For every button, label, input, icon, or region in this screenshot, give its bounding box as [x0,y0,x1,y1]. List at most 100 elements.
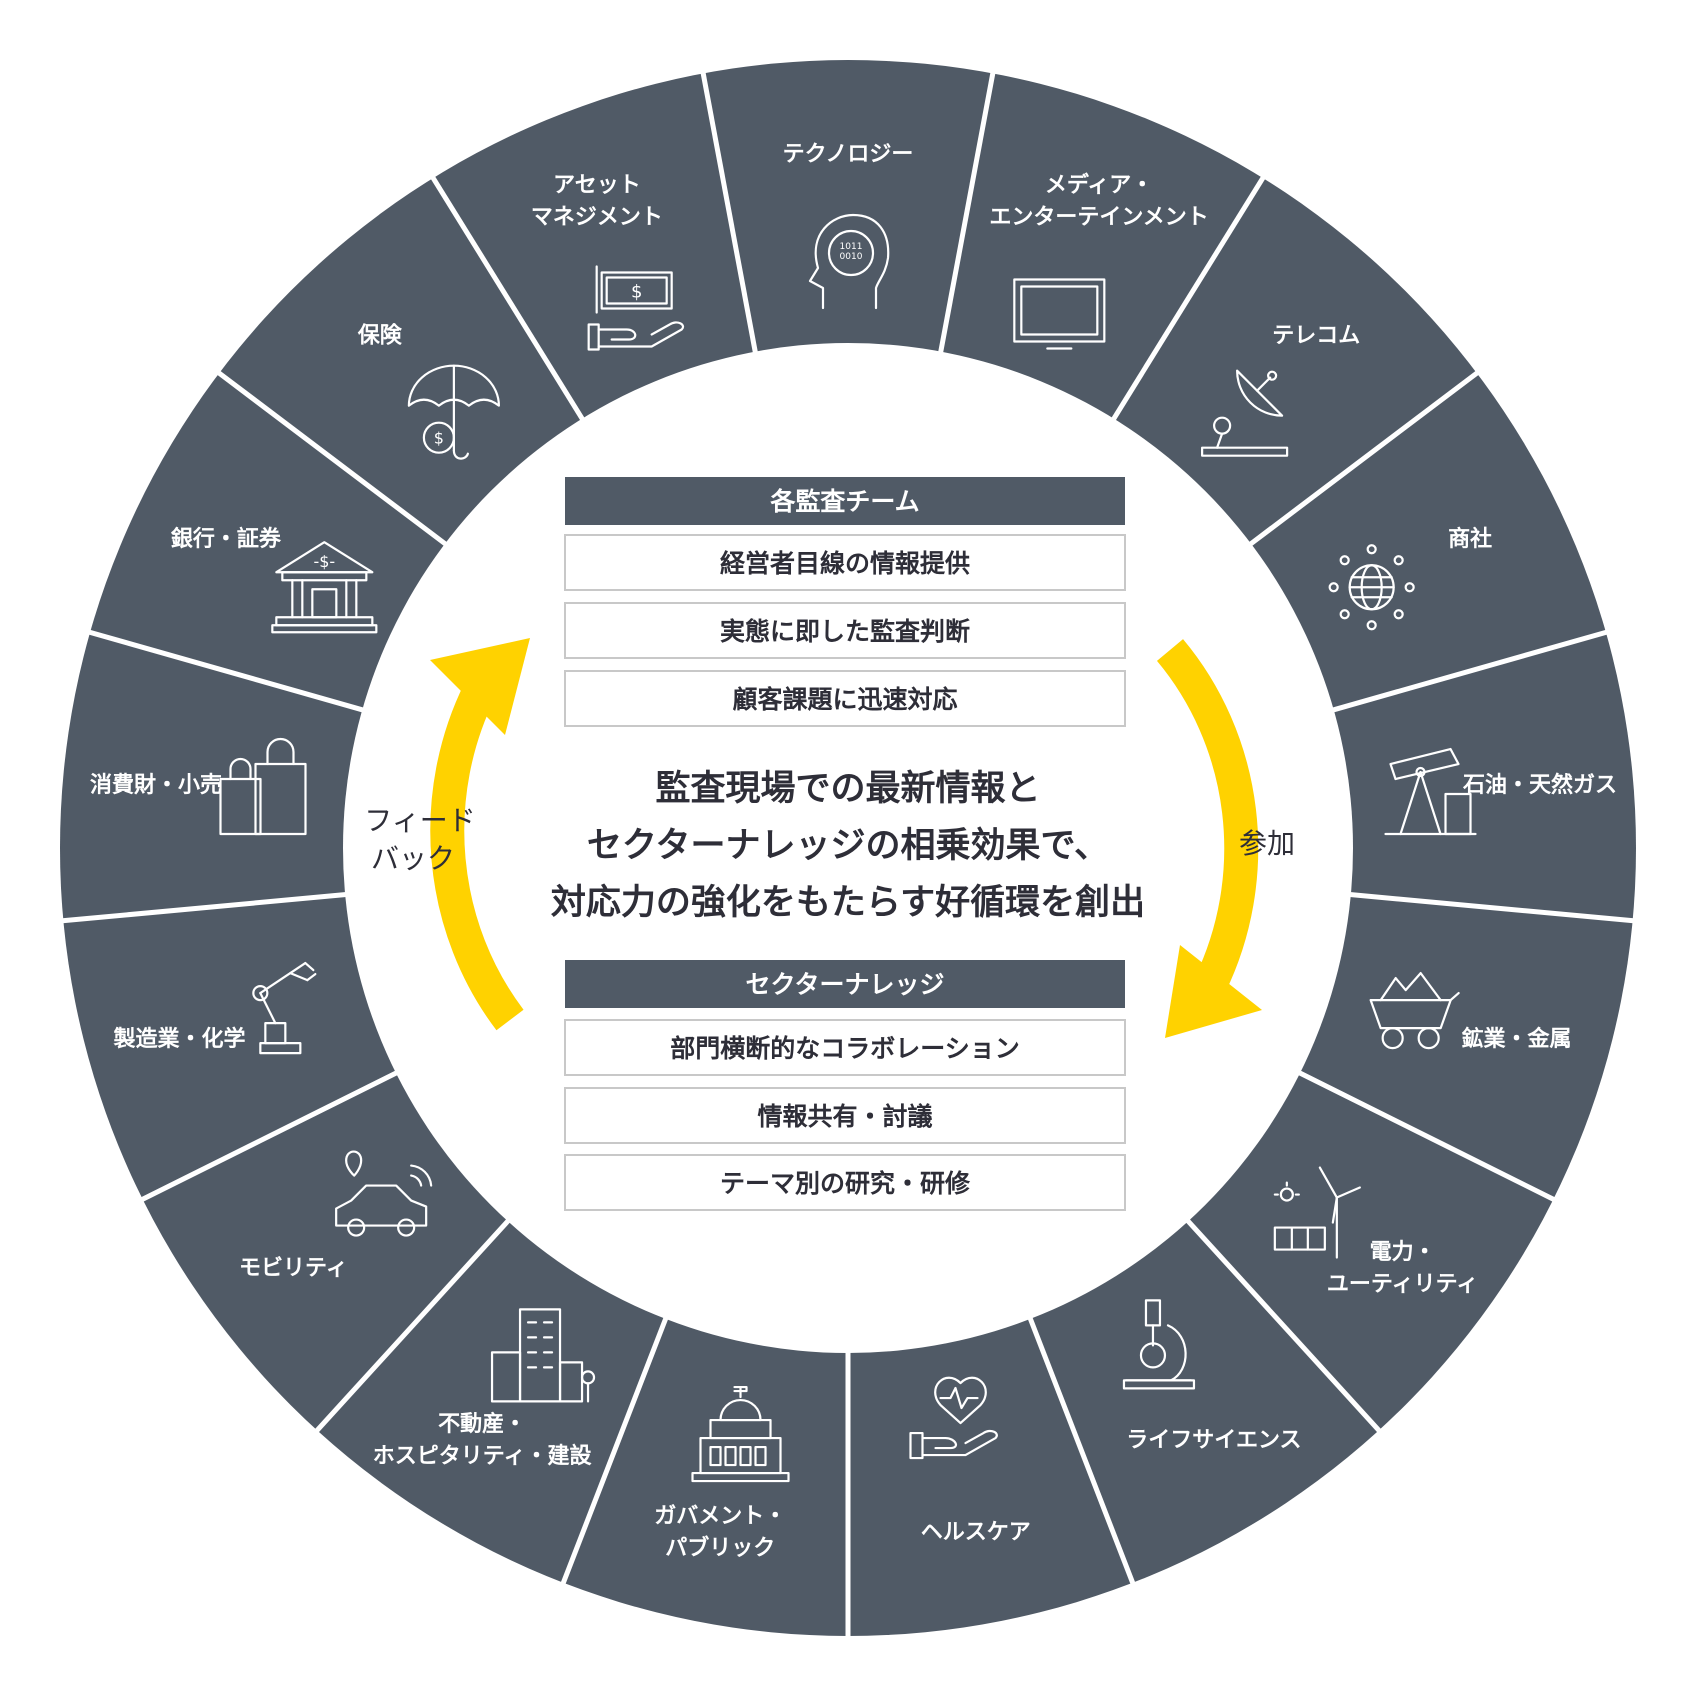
tv-icon [1013,278,1106,350]
sector-label: テクノロジー [783,142,914,167]
sector-label: ヘルスケア [921,1520,1031,1545]
audit-team-item: 経営者目線の情報提供 [720,549,970,578]
wind-solar-icon [1273,1166,1361,1259]
audit-team-item-box [564,602,1126,659]
sector-label: 消費財・小売 [90,772,222,798]
sector-divider [58,891,351,924]
sector-divider [311,1215,513,1436]
sector-divider [84,628,368,714]
sector-label: 鉱業・金属 [1461,1026,1571,1052]
feedback-label-line-1: フィード [364,804,475,837]
sector-divider [559,1313,670,1589]
sector-knowledge-item-box [564,1154,1126,1211]
sector-label: 製造業・化学 [113,1026,246,1052]
sector: 石油・天然ガス [1384,747,1617,836]
umbrella-coin-icon: $ [407,364,500,460]
sector-knowledge-item-box [564,1087,1126,1144]
center-message-line-2: セクターナレッジの相乗効果で、 [587,826,1109,866]
sector-label: 銀行・証券 [171,526,282,552]
sector-label: 不動産・ [438,1411,526,1437]
sector-divider [213,368,451,549]
svg-text:-$-: -$- [313,552,335,571]
audit-team-header [565,477,1125,525]
sector-knowledge-item: 部門横断的なコラボレーション [670,1034,1020,1063]
bank-icon: -$- [271,541,378,634]
sector: ライフサイエンス [1122,1299,1302,1453]
sector-divider [1026,1313,1137,1589]
sector-label: パブリック [665,1535,775,1561]
capitol-icon [691,1385,790,1483]
sector-dividers [58,68,1638,1641]
participation-arrow [1156,639,1262,1038]
sector-divider [1245,368,1483,549]
center-message-line-3: 対応力の強化をもたらす好循環を創出 [551,883,1145,923]
sector-label: ユーティリティ [1327,1272,1478,1297]
money-hand-icon: $ [587,265,684,351]
mine-cart-icon [1369,971,1460,1050]
sector: ヘルスケア [909,1376,1031,1545]
sector-knowledge-item-box [564,1019,1126,1076]
audit-team-item-box [564,534,1126,591]
sector: テレコム [1201,323,1360,457]
sector-divider [1294,1068,1559,1204]
feedback-arrow [430,638,530,1031]
sector-label: テレコム [1272,323,1360,348]
sector: 銀行・証券 -$- [171,526,378,634]
sector: 消費財・小売 [90,737,307,836]
sector-label: エンターテインメント [989,205,1208,230]
sector-knowledge-item: 情報共有・討議 [757,1102,932,1131]
svg-text:0010: 0010 [840,252,863,262]
sector-divider [699,68,759,357]
sector-label: メディア・ [1045,172,1153,198]
microscope-icon [1122,1299,1196,1390]
svg-text:$: $ [631,282,642,303]
sector-divider [137,1068,402,1204]
sector-label: マネジメント [531,205,663,230]
shopping-bags-icon [219,737,307,836]
feedback-arrow-body [430,682,524,1031]
sector-label: ライフサイエンス [1126,1428,1301,1453]
sector-divider [1183,1215,1385,1436]
sector-label: 保険 [357,323,403,348]
sector-divider [1345,891,1638,924]
sector: モビリティ [239,1150,433,1281]
sector: 不動産・ホスピタリティ・建設 [373,1308,596,1469]
connected-car-icon [335,1150,433,1237]
feedback-arrowhead [430,638,530,735]
heart-hand-icon [909,1376,998,1460]
sector-knowledge-title: セクターナレッジ [745,970,944,999]
sector-label: 電力・ [1370,1240,1436,1265]
sector: 鉱業・金属 [1369,971,1571,1052]
robot-arm-icon [252,961,317,1055]
sector: 保険 $ [357,323,500,460]
sector-knowledge-item: テーマ別の研究・研修 [720,1169,971,1198]
sector-divider [937,68,997,357]
sector-divider [1109,172,1268,425]
participation-label: 参加 [1239,827,1295,860]
buildings-icon [490,1308,596,1403]
sector-label: 商社 [1448,526,1492,552]
sector-label: モビリティ [239,1256,348,1281]
sector-divider [1328,628,1612,714]
audit-team-panel: 各監査チーム 経営者目線の情報提供 実態に即した監査判断 顧客課題に迅速対応 [564,477,1126,727]
sector-label: ガバメント・ [654,1504,786,1529]
sector: メディア・エンターテインメント [989,172,1209,350]
sector: 商社 [1328,526,1492,631]
participation-arrowhead [1165,945,1262,1038]
svg-text:1011: 1011 [840,242,863,252]
audit-team-item-box [564,670,1126,727]
sector-knowledge-header [565,960,1125,1008]
globe-network-icon [1328,544,1415,631]
sector-divider [428,172,587,425]
satellite-dish-icon [1201,369,1289,457]
sector-label: ホスピタリティ・建設 [373,1443,593,1469]
feedback-label-line-2: バック [371,842,455,875]
sector-label: アセット [553,173,641,198]
svg-text:$: $ [434,429,444,448]
sector: 製造業・化学 [113,961,317,1055]
sector: 電力・ユーティリティ [1273,1166,1478,1297]
